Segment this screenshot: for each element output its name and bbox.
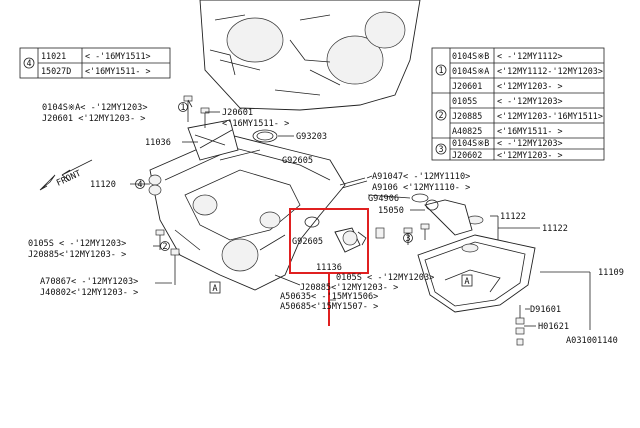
part-label: H01621 xyxy=(538,322,569,332)
part-label: A9106 <'12MY1110- > xyxy=(372,183,470,193)
table-part-number: 11021 xyxy=(41,51,66,61)
table-date-range: <'12MY1203-'16MY1511> xyxy=(497,111,603,121)
part-label: A50635< -'15MY1506> xyxy=(280,292,378,302)
part-label: G93203 xyxy=(296,132,327,142)
table-part-number: J20885 xyxy=(452,111,482,121)
part-11136-drawing xyxy=(304,216,385,253)
table-part-number: J20602 xyxy=(452,150,482,160)
table-date-range: <'16MY1511- > xyxy=(497,126,563,136)
table-date-range: < -'12MY1203> xyxy=(497,138,563,148)
svg-text:4: 4 xyxy=(137,180,142,190)
part-label: J20601 <'12MY1203- > xyxy=(42,114,145,124)
oil-pan-lower-drawing xyxy=(403,193,536,346)
table-circle-num: 1 xyxy=(438,65,443,75)
table-date-range: <'12MY1203- > xyxy=(497,81,563,91)
right-parts-table: 1 2 3 0104S※B < -'12MY1112> 0104S※A <'12… xyxy=(431,47,605,161)
part-label: 11122 xyxy=(542,224,568,234)
svg-text:2: 2 xyxy=(162,242,167,252)
callout-circle: 3 xyxy=(403,233,413,244)
part-label: 0104S※A< -'12MY1203> xyxy=(42,103,148,113)
left-parts-table: 4 11021 < -'16MY1511> 15027D <'16MY1511-… xyxy=(19,47,171,79)
callout-circle: 4 xyxy=(135,179,145,190)
table-part-number: J20601 xyxy=(452,81,482,91)
table-date-range: <'16MY1511- > xyxy=(85,66,151,76)
part-label: A70867< -'12MY1203> xyxy=(40,277,138,287)
part-label: J20601 xyxy=(222,108,253,118)
table-date-range: <'12MY1112-'12MY1203> xyxy=(497,66,603,76)
table-circle-num: 4 xyxy=(26,58,31,68)
part-label: G92605 xyxy=(282,156,313,166)
part-label: J40802<'12MY1203- > xyxy=(40,288,138,298)
part-label: G92605 xyxy=(292,237,323,247)
table-part-number: A40825 xyxy=(452,126,482,136)
table-date-range: < -'12MY1112> xyxy=(497,51,563,61)
callout-circle: 2 xyxy=(160,241,170,252)
part-label: 11122 xyxy=(500,212,526,222)
table-part-number: 0104S※B xyxy=(452,51,489,61)
part-label: D91601 xyxy=(530,305,561,315)
ref-a-label: A xyxy=(464,277,470,287)
reference-box-a: A xyxy=(461,274,473,287)
table-date-range: <'12MY1203- > xyxy=(497,150,563,160)
leader-lines xyxy=(130,99,591,330)
reference-box-a: A xyxy=(209,281,221,294)
table-circle-num: 3 xyxy=(438,144,443,154)
part-label: J20885<'12MY1203- > xyxy=(28,250,126,260)
part-label: A91047< -'12MY1110> xyxy=(372,172,470,182)
part-label: 11120 xyxy=(90,180,116,190)
part-label: 15050 xyxy=(378,206,404,216)
table-date-range: < -'12MY1203> xyxy=(497,96,563,106)
part-label: A50685<'15MY1507- > xyxy=(280,302,378,312)
table-date-range: < -'16MY1511> xyxy=(85,51,151,61)
table-part-number: 0104S※B xyxy=(452,138,489,148)
part-label: 11136 xyxy=(316,263,342,273)
svg-text:3: 3 xyxy=(405,234,410,244)
diagram-id: A031001140 xyxy=(566,336,618,346)
table-part-number: 0105S xyxy=(452,96,477,106)
part-label: <'16MY1511- > xyxy=(222,119,289,129)
table-circle-num: 2 xyxy=(438,110,443,120)
callout-circle: 1 xyxy=(178,102,188,113)
table-part-number: 15027D xyxy=(41,66,71,76)
engine-block-drawing xyxy=(199,0,421,111)
part-label: 11109 xyxy=(598,268,624,278)
part-label: 0105S < -'12MY1203> xyxy=(336,273,434,283)
front-arrow: FRONT xyxy=(39,159,93,191)
part-label: J20885<'12MY1203- > xyxy=(300,283,398,293)
table-part-number: 0104S※A xyxy=(452,66,489,76)
part-label: 11036 xyxy=(145,138,171,148)
oil-pan-upper-drawing xyxy=(148,95,368,291)
ref-a-label: A xyxy=(212,284,218,294)
svg-text:1: 1 xyxy=(180,103,185,113)
part-label: 0105S < -'12MY1203> xyxy=(28,239,126,249)
part-label: G94906 xyxy=(368,194,399,204)
